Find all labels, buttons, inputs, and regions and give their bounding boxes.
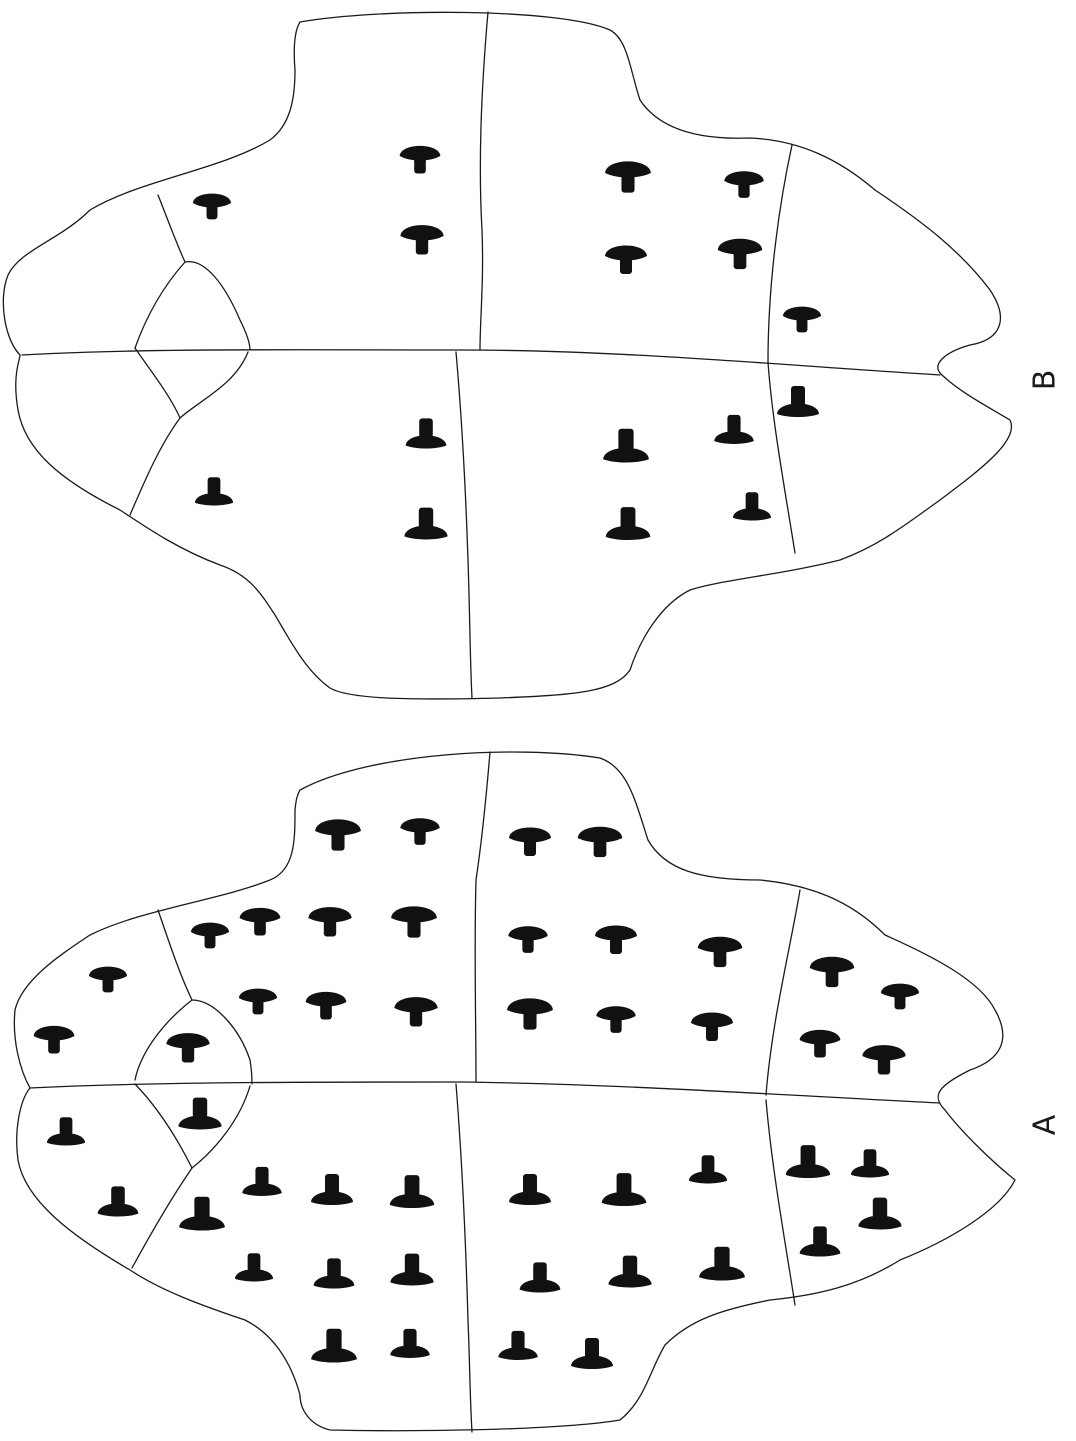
mushroom-mark-icon (313, 1258, 355, 1289)
mushroom-mark-icon (390, 1328, 430, 1358)
mushroom-mark-icon (400, 225, 444, 255)
mushroom-mark-icon (732, 492, 772, 521)
mushroom-mark-icon (605, 245, 647, 274)
mushroom-mark-icon (862, 1045, 906, 1075)
panel-a-midline (29, 1081, 941, 1104)
mushroom-mark-icon (777, 386, 819, 417)
panel-a-marks-upper (33, 818, 920, 1075)
panel-a-suture-left-bottom (131, 1167, 193, 1269)
mushroom-mark-icon (315, 819, 361, 851)
mushroom-mark-icon (601, 1173, 647, 1207)
mushroom-mark-icon (782, 306, 822, 333)
mushroom-mark-icon (596, 1006, 636, 1033)
mushroom-mark-icon (190, 922, 230, 949)
mushroom-mark-icon (509, 827, 551, 856)
mushroom-mark-icon (242, 1166, 282, 1196)
panel-b-suture-right-lower (767, 361, 796, 554)
mushroom-mark-icon (858, 1197, 902, 1230)
mushroom-mark-icon (507, 998, 553, 1030)
mushroom-mark-icon (46, 1117, 86, 1146)
panel-b-marks-lower (194, 386, 819, 541)
mushroom-mark-icon (691, 1012, 733, 1041)
mushroom-mark-icon (405, 418, 447, 449)
mushroom-mark-icon (404, 507, 448, 540)
panel-b-outline (2, 11, 1013, 700)
mushroom-mark-icon (311, 1328, 357, 1363)
mushroom-mark-icon (239, 907, 281, 936)
mushroom-mark-icon (192, 193, 232, 220)
panel-a-suture-right-lower (765, 1099, 796, 1306)
mushroom-mark-icon (394, 997, 438, 1027)
svg-text:B: B (1028, 370, 1063, 391)
mushroom-mark-icon (577, 826, 623, 858)
panel-b-suture-right-upper (767, 144, 793, 363)
panel-a-label: A (1028, 1114, 1063, 1135)
mushroom-mark-icon (311, 1174, 353, 1205)
mushroom-mark-icon (33, 1025, 75, 1054)
panel-b-suture-center-lower (455, 351, 473, 699)
mushroom-mark-icon (400, 818, 440, 845)
panel-a: A (13, 751, 1063, 1433)
mushroom-mark-icon (178, 1097, 222, 1130)
mushroom-mark-icon (785, 1145, 831, 1179)
panel-b: B (2, 11, 1063, 700)
mushroom-mark-icon (605, 507, 651, 541)
mushroom-mark-icon (399, 145, 441, 174)
mushroom-mark-icon (697, 936, 743, 968)
mushroom-mark-icon (850, 1149, 890, 1178)
panel-b-midline (21, 349, 941, 376)
panel-a-suture-center-lower (455, 1083, 473, 1433)
mushroom-mark-icon (308, 907, 352, 937)
mushroom-mark-icon (688, 1155, 728, 1184)
mushroom-mark-icon (724, 171, 764, 198)
mushroom-mark-icon (234, 1253, 274, 1282)
mushroom-mark-icon (714, 414, 754, 444)
mushroom-mark-icon (608, 1255, 652, 1288)
mushroom-mark-icon (179, 1196, 225, 1231)
mushroom-mark-icon (305, 991, 347, 1020)
panel-a-suture-center-upper (474, 751, 491, 1083)
svg-text:A: A (1028, 1114, 1063, 1135)
mushroom-mark-icon (605, 161, 651, 193)
panel-b-suture-left-inner (184, 261, 251, 351)
panel-a-outline (13, 751, 1016, 1432)
mushroom-mark-icon (166, 1033, 210, 1063)
mushroom-mark-icon (391, 906, 437, 938)
panel-a-marks-lower (46, 1097, 902, 1369)
panel-b-suture-left-bottom (129, 417, 181, 516)
mushroom-mark-icon (799, 1226, 841, 1257)
panel-a-suture-right-upper (765, 889, 801, 1096)
mushroom-mark-icon (390, 1253, 434, 1286)
panel-b-marks-upper (192, 145, 822, 333)
mushroom-mark-icon (194, 477, 234, 506)
mushroom-mark-icon (809, 956, 855, 988)
mushroom-mark-icon (508, 926, 548, 953)
mushroom-mark-icon (595, 925, 637, 954)
mushroom-mark-icon (799, 1029, 841, 1058)
mushroom-mark-icon (509, 1174, 551, 1205)
mushroom-mark-icon (699, 1246, 745, 1281)
panel-a-suture-left-inner (191, 999, 253, 1085)
mushroom-mark-icon (498, 1330, 538, 1360)
panel-b-label: B (1028, 370, 1063, 391)
mushroom-mark-icon (389, 1175, 435, 1209)
mushroom-mark-icon (88, 966, 128, 993)
mushroom-mark-icon (571, 1338, 613, 1369)
mushroom-mark-icon (717, 238, 763, 270)
mushroom-mark-icon (603, 428, 649, 463)
panel-b-suture-center-upper (479, 11, 489, 351)
mushroom-mark-icon (519, 1262, 561, 1293)
mushroom-mark-icon (238, 988, 278, 1015)
mushroom-mark-icon (880, 983, 920, 1010)
mushroom-mark-icon (97, 1186, 139, 1217)
